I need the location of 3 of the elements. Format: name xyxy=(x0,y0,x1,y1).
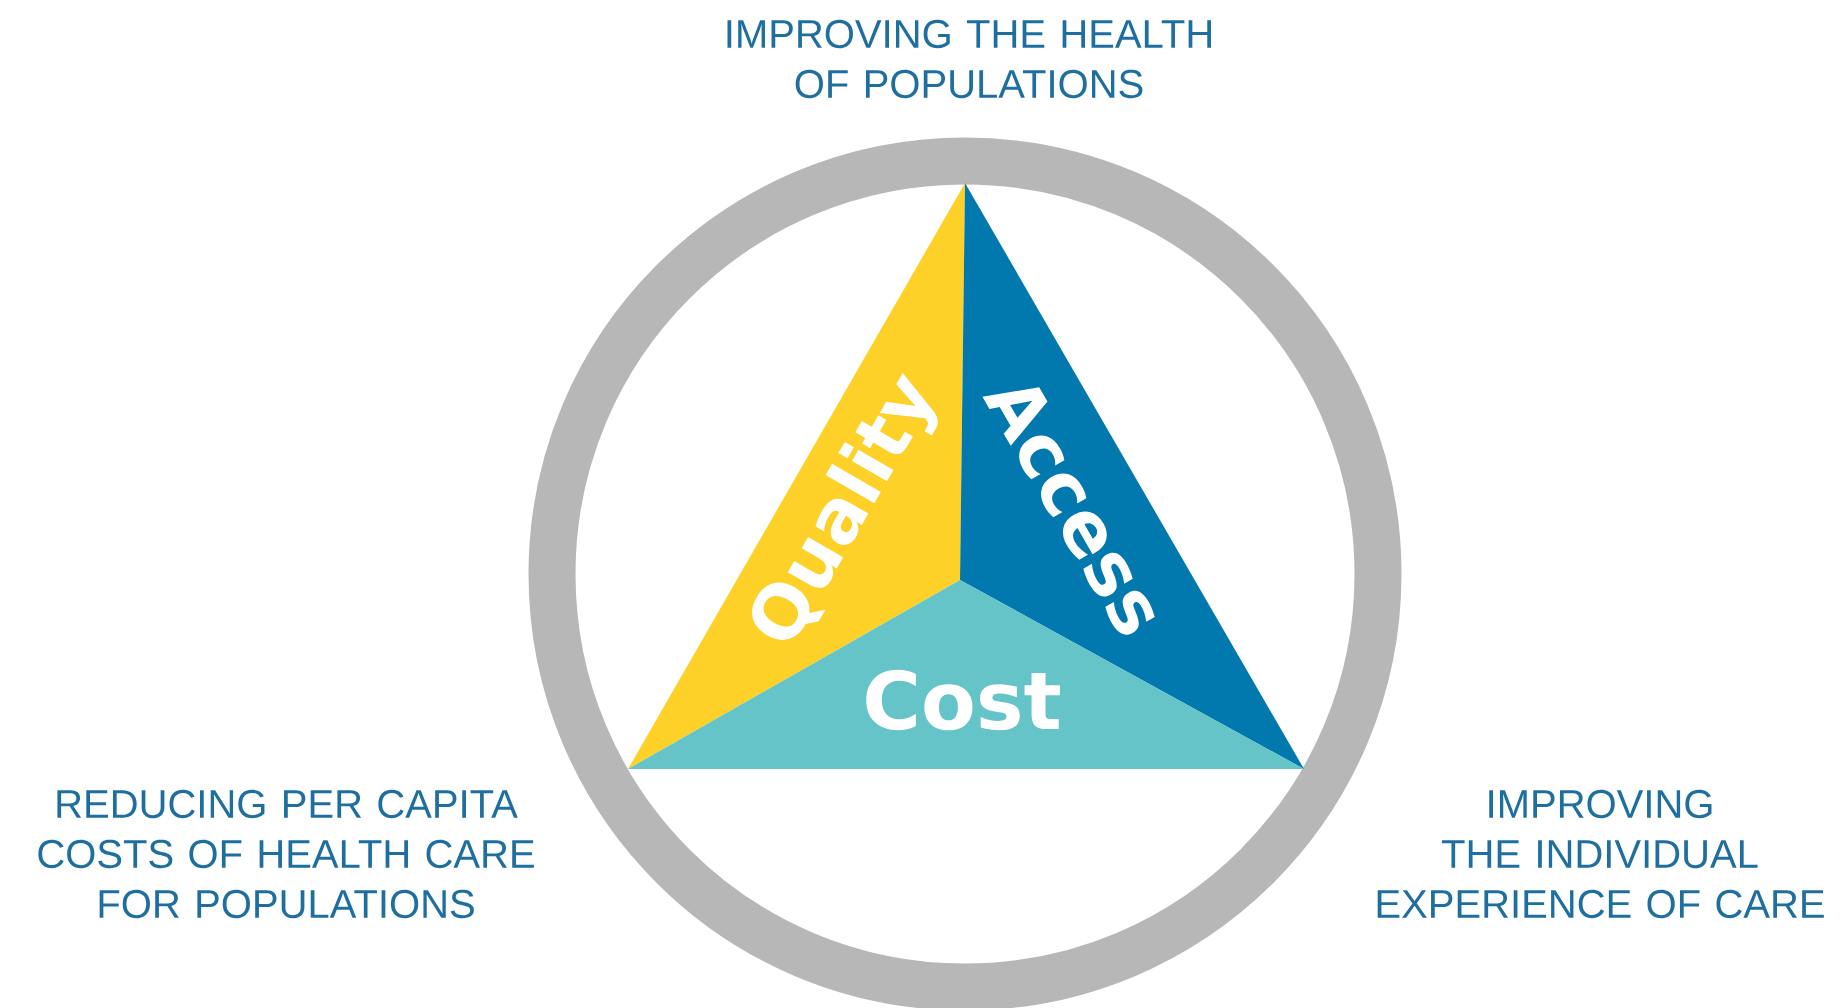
goal-label: IMPROVING THE INDIVIDUAL EXPERIENCE OF CARE xyxy=(1377,789,1824,919)
goal-label: IMPROVING THE HEALTH OF POPULATIONS xyxy=(727,19,1211,99)
goal-label: REDUCING PER CAPITA COSTS OF HEALTH CARE FOR POPULATIONS xyxy=(38,789,534,919)
